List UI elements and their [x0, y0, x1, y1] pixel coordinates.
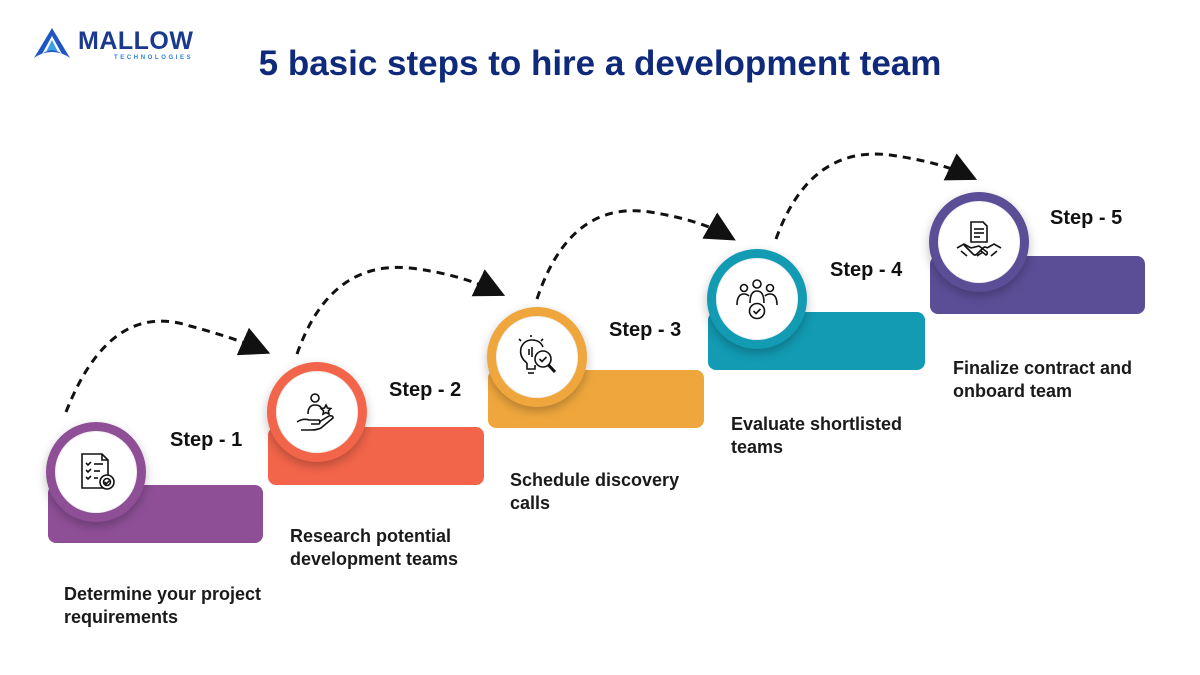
step-3-description: Schedule discovery calls	[510, 470, 680, 513]
lightbulb-magnifier-icon	[518, 335, 557, 374]
step-3-label: Step - 3	[609, 319, 682, 341]
step-5-label: Step - 5	[1050, 207, 1123, 229]
logo-name: MALLOW	[78, 27, 194, 55]
step-2-label: Step - 2	[389, 379, 462, 401]
company-logo: MALLOW TECHNOLOGIES	[32, 26, 202, 66]
arrow-3-to-4	[535, 209, 736, 300]
step-1-badge	[46, 422, 146, 522]
step-2-badge	[267, 362, 367, 462]
step-1-label: Step - 1	[170, 429, 243, 451]
arrow-1-to-2	[64, 319, 271, 413]
handshake-document-icon	[956, 221, 1002, 257]
step-4-label: Step - 4	[830, 259, 903, 281]
arrow-2-to-3	[295, 265, 506, 355]
logo-mark-icon	[34, 28, 70, 58]
hand-person-star-icon	[296, 393, 334, 431]
step-5-badge	[929, 192, 1029, 292]
page-title: 5 basic steps to hire a development team	[258, 44, 942, 83]
step-5-description: Finalize contract and onboard team	[953, 358, 1133, 401]
logo-subtitle: TECHNOLOGIES	[114, 55, 194, 61]
step-2-description: Research potential development teams	[290, 526, 459, 569]
step-4-badge	[707, 249, 807, 349]
checklist-gear-icon	[81, 453, 115, 490]
team-check-icon	[736, 279, 778, 320]
step-4-description: Evaluate shortlisted teams	[731, 414, 903, 457]
step-1-description: Determine your project requirements	[64, 584, 262, 627]
step-3-badge	[487, 307, 587, 407]
